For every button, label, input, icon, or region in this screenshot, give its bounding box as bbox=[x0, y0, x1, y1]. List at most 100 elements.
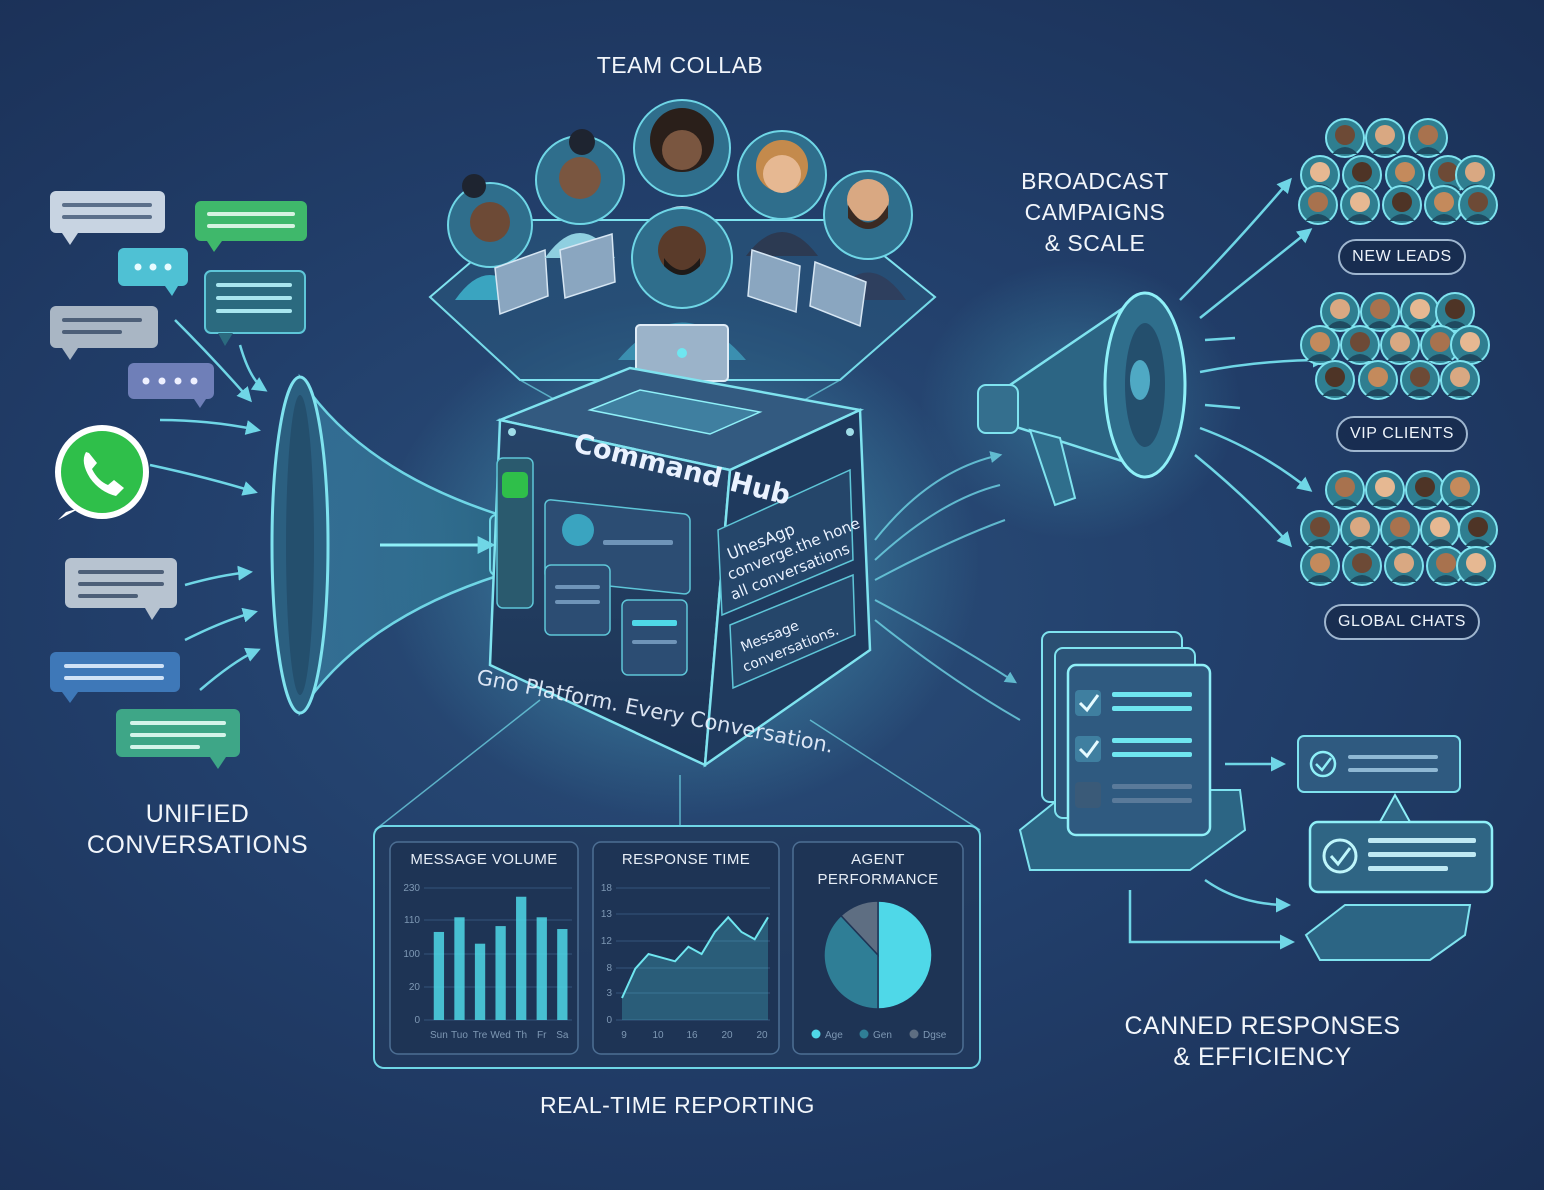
team-member-avatar bbox=[809, 170, 913, 328]
audience-person-avatar bbox=[1300, 510, 1340, 550]
audience-person-avatar bbox=[1424, 185, 1464, 225]
audience-person-avatar bbox=[1358, 360, 1398, 400]
audience-person-avatar bbox=[1400, 360, 1440, 400]
pie-slice bbox=[823, 914, 879, 1010]
incoming-chat-bubbles bbox=[50, 191, 307, 769]
typing-bubble-icon bbox=[118, 248, 188, 296]
audience-person-avatar bbox=[1342, 546, 1382, 586]
x-tick-label: Fr bbox=[537, 1030, 547, 1041]
team-member-avatar bbox=[535, 129, 625, 299]
unified-label-line-1: UNIFIED bbox=[145, 800, 250, 828]
message-volume-title: MESSAGE VOLUME bbox=[410, 851, 558, 868]
x-tick-label: Wed bbox=[490, 1030, 510, 1041]
agent-performance-title-line-1: AGENT bbox=[851, 851, 905, 868]
audience-person-avatar bbox=[1300, 546, 1340, 586]
audience-person-avatar bbox=[1384, 546, 1424, 586]
chat-bubble-icon bbox=[195, 201, 307, 252]
team-member-avatar bbox=[618, 207, 746, 382]
y-tick-label: 0 bbox=[414, 1015, 420, 1026]
audience-person-avatar bbox=[1458, 185, 1498, 225]
bar bbox=[536, 917, 547, 1020]
response-time-title: RESPONSE TIME bbox=[621, 851, 751, 868]
team-collab-label: TEAM COLLAB bbox=[596, 52, 764, 78]
audience-person-avatar bbox=[1365, 470, 1405, 510]
canned-label-line-1: CANNED RESPONSES bbox=[1124, 1012, 1401, 1040]
audience-pill-vip-clients: VIP CLIENTS bbox=[1336, 416, 1468, 452]
bar bbox=[454, 917, 465, 1020]
whatsapp-icon bbox=[55, 425, 149, 520]
pie-slice bbox=[839, 900, 879, 957]
audience-person-avatar bbox=[1435, 292, 1475, 332]
unified-conversations-label: UNIFIED CONVERSATIONS bbox=[50, 799, 345, 861]
chat-bubble-icon bbox=[50, 306, 158, 360]
x-tick-label: Th bbox=[515, 1030, 527, 1041]
audience-person-avatar bbox=[1420, 510, 1460, 550]
audience-person-avatar bbox=[1325, 118, 1365, 158]
team-members bbox=[447, 99, 913, 382]
y-tick-label: 230 bbox=[403, 883, 420, 894]
agent-performance-title: AGENT PERFORMANCE bbox=[793, 850, 963, 890]
team-member-avatar bbox=[447, 174, 549, 316]
hub-outflow-lines bbox=[874, 451, 1021, 721]
x-tick-label: Tre bbox=[473, 1030, 488, 1041]
broadcast-label: BROADCAST CAMPAIGNS & SCALE bbox=[980, 166, 1210, 259]
broadcast-label-line-3: & SCALE bbox=[1044, 230, 1146, 256]
bar bbox=[516, 896, 527, 1020]
canned-label-line-2: & EFFICIENCY bbox=[1173, 1043, 1352, 1071]
legend-swatch bbox=[811, 1029, 821, 1039]
canned-responses-icon bbox=[1018, 631, 1247, 871]
team-member-avatar bbox=[737, 130, 827, 314]
audience-pill-new-leads: NEW LEADS bbox=[1338, 239, 1466, 275]
unified-label-line-2: CONVERSATIONS bbox=[86, 831, 309, 859]
audience-person-avatar bbox=[1382, 185, 1422, 225]
bar bbox=[474, 943, 486, 1020]
bar bbox=[557, 929, 568, 1020]
audience-person-avatar bbox=[1300, 325, 1340, 365]
megaphone-icon bbox=[977, 291, 1187, 507]
audience-person-avatar bbox=[1340, 185, 1380, 225]
chat-bubble-icon bbox=[65, 558, 177, 620]
pie-slice bbox=[877, 900, 933, 1010]
audience-person-avatar bbox=[1298, 185, 1338, 225]
canned-responses-label: CANNED RESPONSES & EFFICIENCY bbox=[1095, 1011, 1430, 1073]
audience-pill-global-chats: GLOBAL CHATS bbox=[1324, 604, 1480, 640]
audience-person-avatar bbox=[1400, 292, 1440, 332]
y-tick-label: 20 bbox=[409, 982, 421, 993]
audience-person-avatar bbox=[1340, 510, 1380, 550]
audience-person-avatar bbox=[1456, 546, 1496, 586]
broadcast-label-line-1: BROADCAST bbox=[1021, 168, 1169, 194]
audience-person-avatar bbox=[1315, 360, 1355, 400]
audience-person-avatar bbox=[1405, 470, 1445, 510]
audience-person-avatar bbox=[1440, 360, 1480, 400]
audience-person-avatar bbox=[1420, 325, 1460, 365]
y-tick-label: 110 bbox=[404, 915, 420, 926]
canned-arrows bbox=[1128, 756, 1295, 950]
y-tick-label: 3 bbox=[606, 988, 612, 999]
chat-bubble-icon bbox=[116, 709, 240, 769]
y-tick-label: 8 bbox=[606, 963, 612, 974]
real-time-reporting-label: REAL-TIME REPORTING bbox=[540, 1092, 815, 1118]
x-tick-label: 9 bbox=[621, 1030, 627, 1041]
legend-label: Dgse bbox=[923, 1030, 947, 1041]
chat-bubble-icon bbox=[50, 652, 180, 703]
x-tick-label: Sa bbox=[556, 1030, 569, 1041]
y-tick-label: 100 bbox=[403, 949, 420, 960]
y-tick-label: 18 bbox=[601, 883, 613, 894]
hub-to-dashboard-lines bbox=[374, 699, 981, 831]
audience-person-avatar bbox=[1365, 118, 1405, 158]
chat-bubble-icon bbox=[50, 191, 165, 245]
audience-groups bbox=[1298, 118, 1498, 586]
x-tick-label: Sun bbox=[430, 1030, 448, 1041]
legend-swatch bbox=[859, 1029, 869, 1039]
response-bubbles bbox=[1297, 735, 1494, 961]
audience-person-avatar bbox=[1360, 292, 1400, 332]
audience-person-avatar bbox=[1440, 470, 1480, 510]
audience-person-avatar bbox=[1408, 118, 1448, 158]
agent-performance-title-line-2: PERFORMANCE bbox=[817, 871, 939, 888]
command-hub-cube bbox=[488, 366, 872, 768]
y-tick-label: 13 bbox=[601, 909, 613, 920]
